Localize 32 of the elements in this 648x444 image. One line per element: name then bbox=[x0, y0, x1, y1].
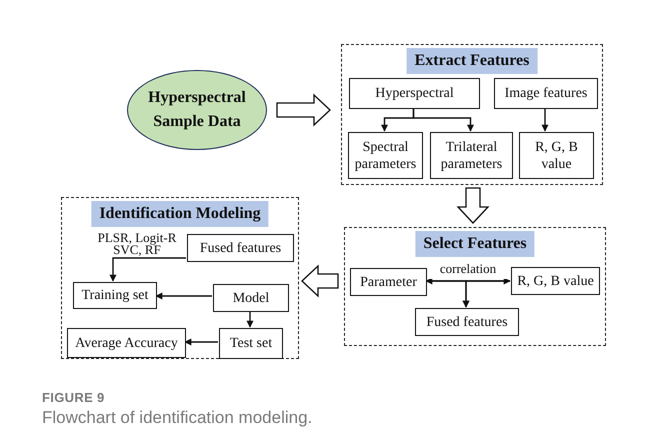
arrow bbox=[462, 280, 510, 308]
process-box: R, G, B value bbox=[511, 267, 600, 295]
process-box: Parameter bbox=[350, 268, 427, 296]
process-box: Test set bbox=[219, 328, 283, 359]
process-box: Fused features bbox=[415, 308, 519, 336]
block-arrow bbox=[276, 94, 331, 126]
arrow bbox=[425, 278, 511, 284]
process-box: Spectral parameters bbox=[348, 132, 423, 179]
arrow bbox=[184, 338, 218, 346]
block-arrow bbox=[456, 187, 490, 224]
dashed-group-frame bbox=[61, 197, 299, 359]
arrow bbox=[110, 257, 186, 282]
caption: Flowchart of identification modeling. bbox=[42, 407, 312, 429]
arrow bbox=[246, 311, 254, 328]
process-box: Trilateral parameters bbox=[430, 132, 513, 179]
block-arrow bbox=[301, 264, 339, 298]
arrow bbox=[412, 108, 474, 132]
ellipse-node: Hyperspectral Sample Data bbox=[127, 70, 267, 150]
group-heading: Extract Features bbox=[406, 48, 538, 74]
process-box: R, G, B value bbox=[519, 132, 594, 179]
group-heading: Select Features bbox=[415, 231, 535, 257]
dashed-group-frame bbox=[341, 44, 603, 185]
process-box: Model bbox=[213, 284, 289, 312]
process-box: Hyperspectral bbox=[349, 78, 480, 109]
process-box: Training set bbox=[73, 282, 157, 309]
process-box: Image features bbox=[494, 78, 598, 109]
process-box: Average Accuracy bbox=[67, 328, 186, 358]
figure-number: FIGURE 9 bbox=[42, 389, 105, 407]
arrow bbox=[155, 292, 212, 300]
arrow bbox=[542, 108, 548, 132]
group-heading: Identification Modeling bbox=[91, 201, 269, 227]
process-box: Fused features bbox=[187, 234, 294, 262]
